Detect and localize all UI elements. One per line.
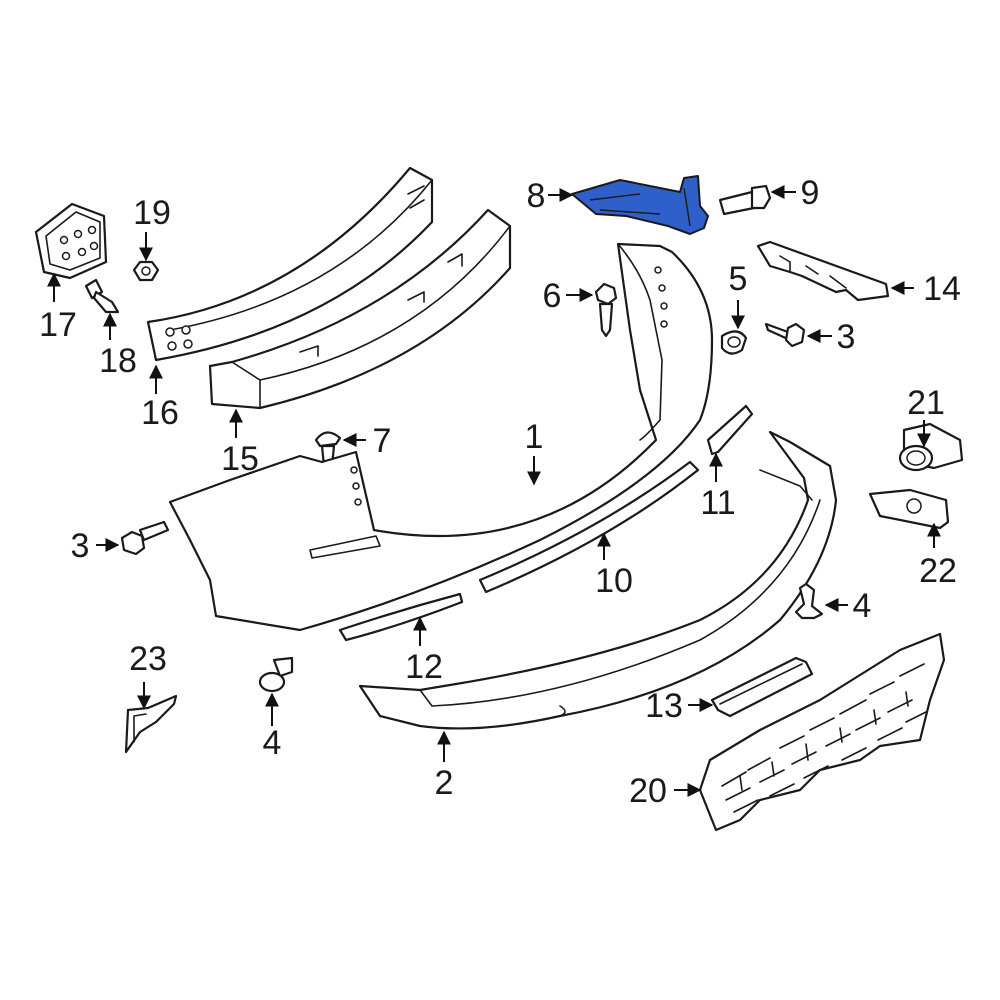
- small-bracket-part-13: [710, 656, 814, 718]
- callout-17: 17: [39, 306, 77, 344]
- callouts: 1 2 3 3 4 4 5 6 7 8 9 10 11 12 13 14 15 …: [39, 174, 961, 810]
- callout-3-left: 3: [71, 527, 90, 565]
- callout-15: 15: [221, 440, 259, 478]
- callout-19: 19: [133, 194, 171, 232]
- callout-8: 8: [527, 177, 546, 215]
- lower-valance-part-2: [358, 430, 838, 730]
- leader-lines: [47, 185, 941, 797]
- push-clip-part-4-right: [794, 582, 824, 620]
- bolt-part-9: [718, 184, 772, 216]
- callout-18: 18: [99, 342, 137, 380]
- callout-10: 10: [595, 562, 633, 600]
- callout-5: 5: [729, 260, 748, 298]
- nut-part-19: [132, 260, 160, 282]
- callout-4-right: 4: [853, 587, 872, 625]
- screw-part-6: [594, 282, 618, 338]
- callout-14: 14: [923, 270, 961, 308]
- bolt-part-3-left: [120, 520, 170, 556]
- corner-bracket-part-23: [124, 694, 178, 754]
- callout-13: 13: [645, 687, 683, 725]
- callout-20: 20: [629, 772, 667, 810]
- sensor-bracket-part-22: [868, 488, 950, 530]
- callout-21: 21: [907, 384, 945, 422]
- push-clip-part-4-left: [258, 656, 294, 693]
- reinforcement-beam-part-16: [146, 166, 434, 362]
- bolt-part-18: [84, 278, 120, 314]
- callout-1: 1: [525, 418, 544, 456]
- callout-6: 6: [543, 277, 562, 315]
- bumper-cover-part-1: [168, 242, 714, 632]
- clip-part-7: [314, 431, 342, 468]
- guide-bracket-part-14: [756, 240, 890, 302]
- callout-4-left: 4: [263, 724, 282, 762]
- callout-16: 16: [141, 394, 179, 432]
- parking-sensor-part-21: [898, 422, 964, 472]
- clip-strip-part-11: [706, 404, 754, 456]
- bolt-part-3-right: [764, 322, 806, 348]
- bracket-part-17: [34, 202, 108, 280]
- grommet-part-5: [720, 330, 748, 355]
- callout-7: 7: [373, 422, 392, 460]
- callout-23: 23: [129, 640, 167, 678]
- callout-11: 11: [700, 484, 735, 522]
- reflector-strip-part-12: [338, 592, 464, 642]
- callout-22: 22: [919, 552, 957, 590]
- callout-9: 9: [801, 174, 820, 212]
- side-bracket-part-8: [571, 175, 709, 235]
- callout-3-right: 3: [837, 318, 856, 356]
- callout-2: 2: [435, 764, 454, 802]
- energy-absorber-part-15: [208, 208, 512, 410]
- callout-12: 12: [405, 648, 443, 686]
- trim-strip-part-10: [478, 460, 700, 594]
- lower-shield-part-20: [698, 632, 946, 832]
